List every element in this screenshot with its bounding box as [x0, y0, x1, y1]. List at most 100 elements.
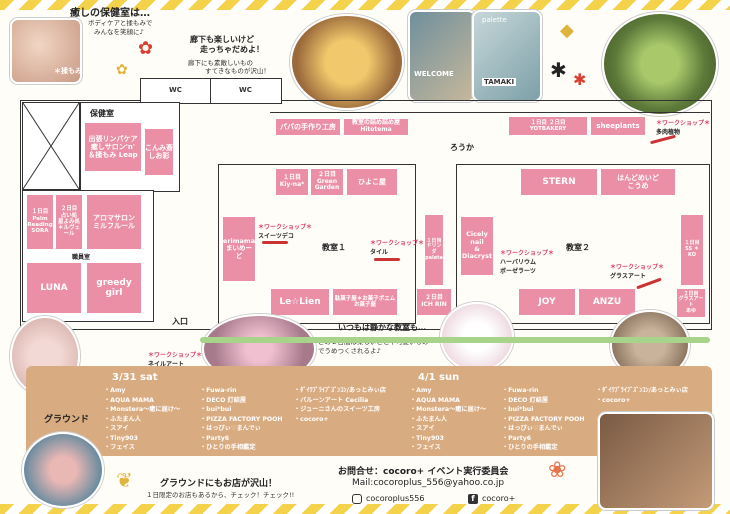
- shop-list-item: ・DECO 灯結屋: [502, 396, 549, 404]
- sparkle-icon: ✱: [573, 70, 587, 89]
- booth-uranai: ２日目 占い処 星よみ処 ＊ルヴェール: [55, 194, 83, 250]
- craftsman-photo: [598, 412, 714, 510]
- intro-title: 癒しの保健室は…: [70, 8, 150, 19]
- shop-list-item: ・スアイ: [410, 425, 435, 432]
- booth-cicely: Cicely nail & Diacryst: [460, 216, 494, 276]
- palette-text: palette: [482, 16, 507, 24]
- workshop-sub: ハーバリウム ボーゼラーツ: [500, 259, 536, 275]
- workshop-sub: スイーツデコ: [258, 233, 294, 240]
- instagram-icon[interactable]: [352, 494, 362, 504]
- palette-photo: palette TAMAKI: [472, 10, 542, 102]
- shop-list-item: ・Fuwa-rin: [200, 387, 237, 394]
- shop-list-item: ・はっぴぃ♡まんでぃ: [200, 425, 261, 432]
- stairs-cross-icon: [23, 103, 79, 189]
- kids-photo: [22, 432, 104, 508]
- booth-papa: パパの手作り工房: [275, 118, 341, 136]
- wc-label: WC: [239, 86, 252, 94]
- shop-list-item: ・Party6: [502, 434, 532, 442]
- shop-list-item: ・ふたまん人: [104, 415, 141, 423]
- shop-list-item: ・ﾀﾞｲﾜﾌﾞﾗｲﾌﾞｽﾞﾝｺﾝ/あっとみぃ店: [596, 387, 688, 394]
- booth-luna: LUNA: [26, 262, 82, 314]
- shop-list-item: ・Party6: [200, 434, 230, 442]
- leaf-icon: ◆: [560, 20, 574, 41]
- booth-ichirin: ２日目 ICH RIN: [416, 288, 452, 316]
- corridor-line: [270, 112, 710, 113]
- top-stripe: [0, 0, 730, 10]
- day2-col3: ・ﾀﾞｲﾜﾌﾞﾗｲﾌﾞｽﾞﾝｺﾝ/あっとみぃ店・cocoro+: [596, 386, 688, 405]
- wc-label: WC: [169, 86, 182, 94]
- workshop-sweets: ＊ワークショップ＊スイーツデコ: [258, 222, 312, 240]
- classroom-2: [456, 164, 710, 324]
- booth-yotbakery: １日目 ２日目 YOTBAKERY: [508, 116, 588, 136]
- shokuin-label: 職員室: [72, 254, 91, 261]
- hall-title: 廊下も楽しいけど: [190, 35, 254, 44]
- booth-kiyna: １日目 Kiy-na*: [275, 168, 309, 196]
- brush-icon: [262, 241, 288, 244]
- hall-line2: すてきなものが沢山！: [205, 67, 270, 75]
- ground-label: グラウンド: [44, 415, 90, 425]
- entrance-label: 入口: [172, 317, 188, 326]
- shop-list-item: ・Monstera～癒に届け～: [410, 406, 487, 413]
- booth-green: ２日目 Green Garden: [310, 168, 344, 196]
- ground-sub: １日限定のお店もあるから、チェック！チェック!!: [146, 491, 295, 499]
- workshop-sub: 多肉植物: [656, 129, 681, 136]
- wc-room-2: WC: [210, 78, 282, 104]
- day1-date: 3/31 sat: [112, 372, 158, 383]
- intro-line1: ボディケアと揉もみで: [88, 19, 153, 27]
- intro-line2: みんなを笑顔に♪: [94, 28, 144, 36]
- tile-photo: WELCOME: [408, 10, 476, 102]
- booth-stern: STERN: [520, 168, 598, 196]
- classroom-2-label: 教室２: [566, 243, 590, 252]
- workshop-tile: ＊ワークショップ＊タイル: [370, 238, 424, 256]
- corridor-label: ろうか: [450, 143, 474, 152]
- workshop-glass: ＊ワークショップ＊グラスアート: [610, 262, 664, 280]
- hall-title2: 走っちゃだめよ！: [200, 45, 264, 54]
- booth-hiyoko: ひよこ屋: [346, 168, 398, 196]
- shop-list-item: ・cocoro+: [294, 415, 329, 423]
- booth-erimama: erimama まいめーど: [222, 216, 256, 282]
- workshop-sub: ネイルアート: [148, 361, 185, 368]
- contact-title: お問合せ：cocoro+ イベント実行委員会: [338, 467, 509, 477]
- shop-list-item: ・ふたまん人: [410, 415, 447, 423]
- contact-mail[interactable]: Mail:cocoroplus_556@yahoo.co.jp: [352, 478, 505, 488]
- workshop-title: ＊ワークショップ＊: [370, 240, 425, 247]
- shop-list-item: ・Amy: [410, 387, 432, 394]
- booth-aroma: アロマサロン ミルフルール: [86, 194, 142, 250]
- workshop-herbarium: ＊ワークショップ＊ ハーバリウム ボーゼラーツ: [500, 248, 554, 275]
- shop-list-item: ・Tiny903: [104, 434, 138, 442]
- classroom-1-label: 教室１: [322, 243, 346, 252]
- instagram-handle[interactable]: cocoroplus556: [366, 494, 425, 503]
- shop-list-item: ・フェイス: [410, 444, 441, 451]
- stairs: [22, 102, 80, 190]
- shop-list-item: ・バルーンアート Cecilia: [294, 396, 369, 404]
- workshop-title: ＊ワークショップ＊: [656, 120, 711, 127]
- booth-konnan: こんみ斎 しお彩: [144, 128, 174, 176]
- welcome-text: WELCOME: [414, 70, 454, 78]
- tamaki-text: TAMAKI: [482, 78, 517, 86]
- leaf-icon: ❀: [548, 458, 567, 483]
- shop-list-item: ・cocoro+: [596, 396, 631, 404]
- cake-photo: [290, 14, 404, 110]
- shop-list-item: ・Monstera～癒に届け～: [104, 406, 181, 413]
- floor-outline: [20, 100, 712, 330]
- facebook-handle[interactable]: cocoro+: [482, 494, 516, 503]
- hoken-label: 保健室: [90, 109, 114, 118]
- workshop-nail: ＊ワークショップ＊ネイルアート: [148, 350, 202, 368]
- booth-palm: １日目 Palm Reading SORA: [26, 194, 54, 250]
- shop-list-item: ・ひとりの手相鑑定: [502, 444, 558, 451]
- sparkle-icon: ✱: [550, 58, 567, 82]
- shop-list-item: ・bui*bui: [502, 406, 534, 413]
- day1-col1: ・Amy・AQUA MAMA・Monstera～癒に届け～・ふたまん人・スアイ・…: [104, 386, 180, 453]
- shop-list-item: ・AQUA MAMA: [104, 396, 154, 404]
- workshop-sub: グラスアート: [610, 273, 646, 280]
- shop-list-item: ・Fuwa-rin: [502, 387, 539, 394]
- shop-list-item: ・Tiny903: [410, 434, 444, 442]
- facebook-icon[interactable]: f: [468, 494, 478, 504]
- plant-icon: ❦: [116, 468, 133, 492]
- workshop-title: ＊ワークショップ＊: [500, 250, 555, 257]
- shop-list-item: ・bui*bui: [200, 406, 232, 413]
- green-path: [200, 337, 710, 343]
- shop-list-item: ・ひとりの手相鑑定: [200, 444, 256, 451]
- booth-anzu: ANZU: [578, 288, 636, 316]
